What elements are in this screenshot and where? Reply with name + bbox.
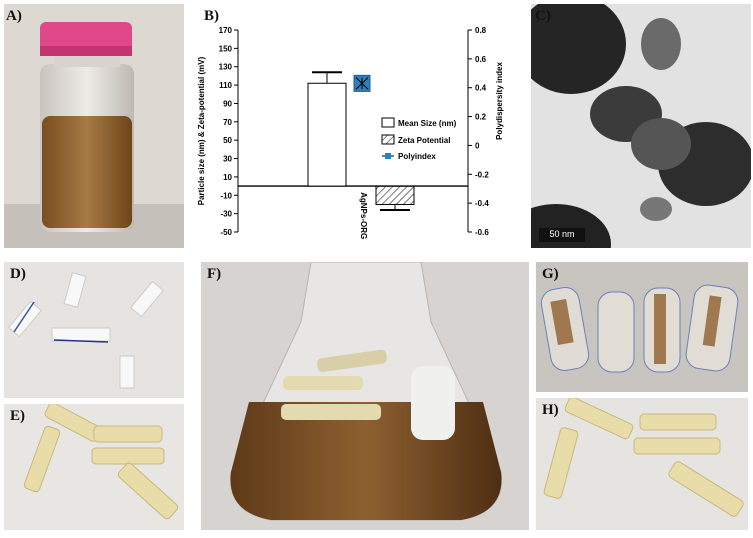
left-tick-label: 50 <box>223 136 232 145</box>
scale-bar: 50 nm <box>539 228 585 242</box>
left-tick-label: 70 <box>223 118 232 127</box>
right-tick-label: 0.4 <box>475 84 487 93</box>
panel-label-c: C) <box>535 8 551 24</box>
tem-micrograph <box>531 4 751 248</box>
panel-label-b: B) <box>204 8 219 24</box>
right-tick-label: -0.6 <box>475 228 489 237</box>
panel-label-g: G) <box>542 266 559 282</box>
panel-c-tem-image: 50 nm C) <box>531 4 751 248</box>
left-tick-label: -50 <box>220 228 232 237</box>
tinted-tubes-illustration <box>540 284 739 373</box>
clear-tubes-illustration <box>8 272 164 389</box>
flask-illustration <box>230 262 502 521</box>
bar-mean-size <box>307 82 347 187</box>
panel-label-d: D) <box>10 266 26 282</box>
legend-label-mean-size: Mean Size (nm) <box>398 119 457 128</box>
error-polyindex-x2 <box>355 77 369 90</box>
left-tick-label: 110 <box>219 81 232 90</box>
y-axis-label: Particle size (nm) & Zeta-potential (mV) <box>197 56 206 205</box>
coated-tubes-after-illustration <box>543 398 744 517</box>
left-tick-label: 150 <box>219 44 233 53</box>
category-label: AgNPs-ORG <box>359 192 368 239</box>
left-tick-label: -30 <box>220 210 232 219</box>
right-tick-label: -0.4 <box>475 199 489 208</box>
left-tick-label: 10 <box>223 173 232 182</box>
left-tick-label: 30 <box>223 155 232 164</box>
size-zeta-pdi-chart: -50 -30 -10 10 30 50 70 90 110 130 150 170 -0.6 -0.4 -… <box>197 26 504 239</box>
vial-illustration <box>4 22 184 248</box>
legend-swatch-zeta <box>381 134 395 145</box>
right-tick-label: 0 <box>475 141 480 150</box>
bar-zeta-potential <box>375 185 415 205</box>
panel-label-a: A) <box>6 8 22 24</box>
panel-b-chart: -50 -30 -10 10 30 50 70 90 110 130 150 170 -0.6 -0.4 -… <box>186 4 529 248</box>
legend-label-polyindex: Polyindex <box>398 152 436 161</box>
panel-e-coated-tubes-photo: E) <box>4 404 184 530</box>
panel-d-tubes-photo: D) <box>4 262 184 398</box>
panel-label-f: F) <box>207 266 222 282</box>
legend-swatch-polyindex <box>385 153 391 159</box>
left-tick-label: 170 <box>219 26 233 35</box>
right-tick-label: -0.2 <box>475 170 489 179</box>
right-tick-label: 0.2 <box>475 113 487 122</box>
left-tick-label: 90 <box>223 99 232 108</box>
panel-label-e: E) <box>10 408 25 424</box>
left-tick-label: 130 <box>219 63 233 72</box>
right-tick-label: 0.8 <box>475 26 487 35</box>
panel-a-vial-photo: A) <box>4 4 184 248</box>
panel-label-h: H) <box>542 402 559 418</box>
y-axis-right-label: Polydispersity index <box>495 62 504 140</box>
left-tick-label: -10 <box>220 191 232 200</box>
legend-swatch-mean-size <box>381 117 395 128</box>
scale-bar-label: 50 nm <box>549 229 575 239</box>
right-tick-label: 0.6 <box>475 55 487 64</box>
panel-g-tubes-photo: G) <box>536 262 748 392</box>
coated-tubes-illustration <box>23 404 179 520</box>
legend-label-zeta: Zeta Potential <box>398 136 450 145</box>
panel-f-flask-photo: F) <box>201 262 529 530</box>
panel-h-coated-tubes-photo: H) <box>536 398 748 530</box>
